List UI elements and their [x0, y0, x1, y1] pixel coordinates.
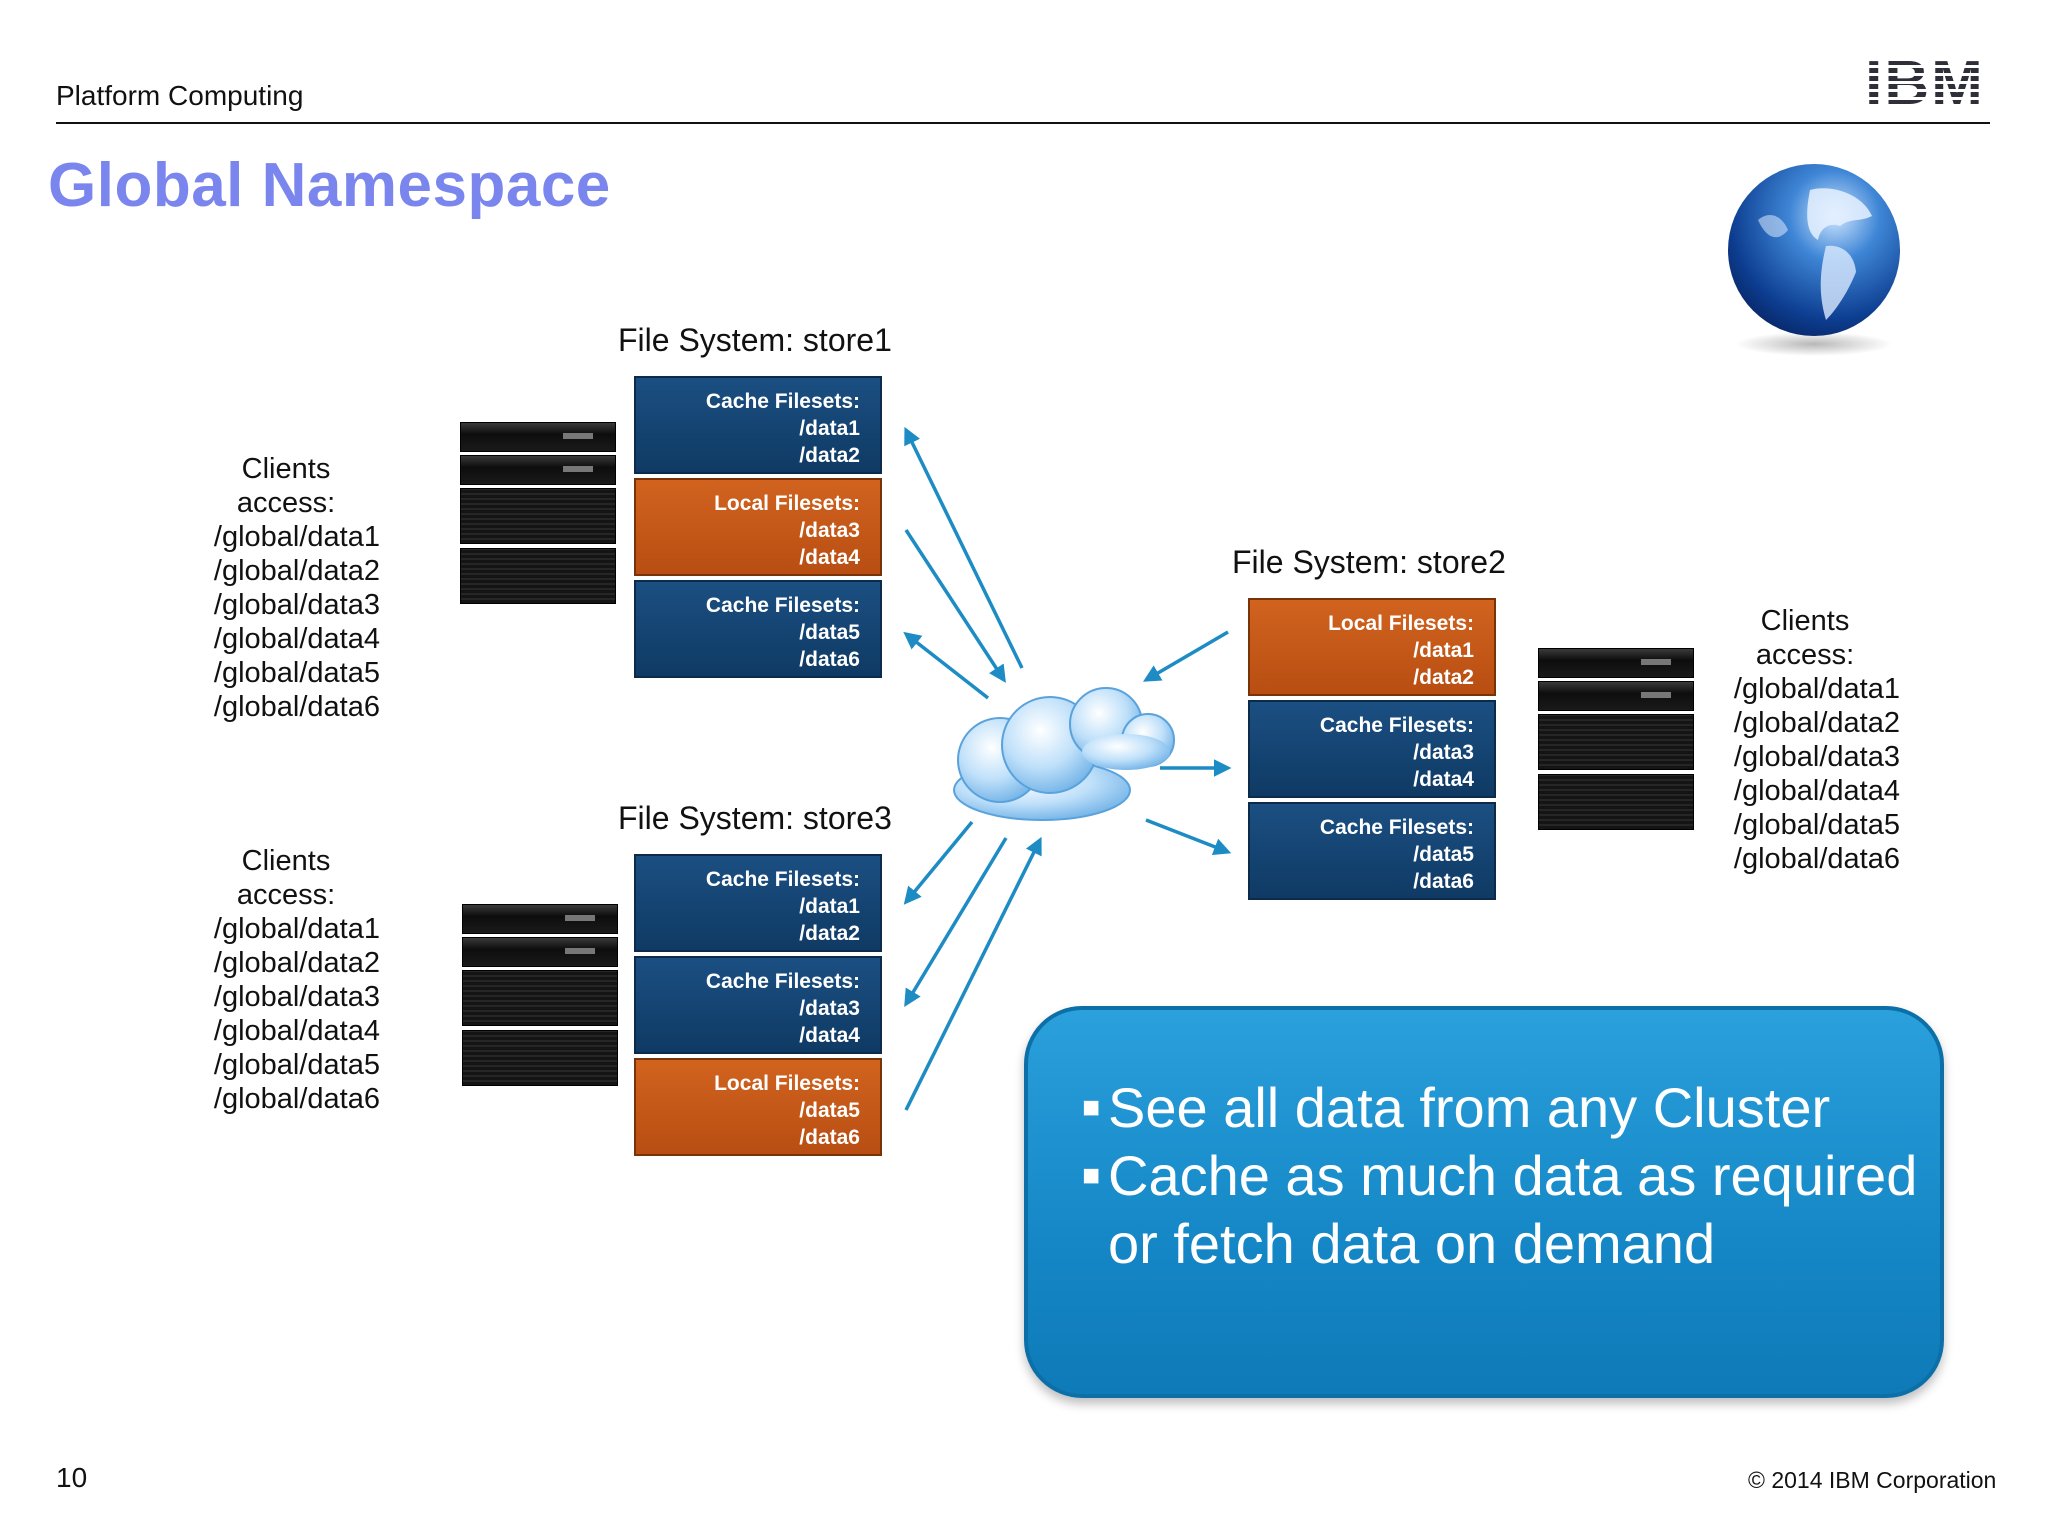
fileset-path: /data3 [799, 997, 860, 1020]
server-rack-icon [462, 904, 618, 1090]
fileset-path: /data5 [799, 621, 860, 644]
fileset-path: /data4 [1413, 768, 1474, 791]
callout-bullet-text: See all data from any Cluster [1108, 1076, 1831, 1139]
svg-text:IBM: IBM [1865, 52, 1985, 108]
client-path: /global/data6 [1733, 843, 1900, 875]
slide-title: Global Namespace [48, 151, 611, 220]
file-system-label-store2: File System: store2 [1232, 544, 1506, 580]
cloud-icon [953, 687, 1175, 821]
fileset-title: Cache Filesets: [1319, 714, 1474, 737]
page-number: 10 [56, 1462, 88, 1493]
fileset-path: /data2 [1413, 666, 1474, 689]
fileset-cache: Cache Filesets: /data5 /data6 [1248, 802, 1496, 900]
client-path: /global/data2 [213, 947, 380, 979]
fileset-path: /data6 [799, 1126, 860, 1149]
fileset-cache: Cache Filesets: /data3 /data4 [1248, 700, 1496, 798]
fileset-title: Cache Filesets: [705, 970, 860, 993]
callout-bullet: ■ Cache as much data as required or fetc… [1082, 1142, 1928, 1278]
client-path: /global/data5 [213, 657, 380, 689]
fileset-cache: Cache Filesets: /data3 /data4 [634, 956, 882, 1054]
fileset-path: /data1 [1413, 639, 1474, 662]
client-path: /global/data3 [213, 589, 380, 621]
fileset-title: Cache Filesets: [1319, 816, 1474, 839]
arrow-cloud-to-store3-top [903, 820, 974, 905]
arrow-store1-mid-to-cloud [904, 529, 1006, 683]
client-path: /global/data1 [213, 521, 380, 553]
file-system-store1: Cache Filesets: /data1 /data2 Local File… [634, 376, 882, 682]
server-rack-icon [460, 422, 616, 608]
ibm-logo-icon: IBM [1865, 52, 1985, 108]
file-system-label-store1: File System: store1 [618, 322, 892, 358]
arrow-cloud-to-store2-bottom [1145, 818, 1232, 856]
fileset-cache: Cache Filesets: /data1 /data2 [634, 376, 882, 474]
file-system-store2: Local Filesets: /data1 /data2 Cache File… [1248, 598, 1496, 904]
file-system-label-store3: File System: store3 [618, 800, 892, 836]
fileset-path: /data3 [1413, 741, 1474, 764]
fileset-path: /data1 [799, 417, 860, 440]
header-divider [56, 122, 1990, 124]
fileset-title: Local Filesets: [714, 1072, 860, 1095]
arrow-cloud-to-store3-mid [904, 837, 1008, 1007]
fileset-local: Local Filesets: /data3 /data4 [634, 478, 882, 576]
fileset-path: /data1 [799, 895, 860, 918]
client-path: /global/data6 [213, 1083, 380, 1115]
header-label: Platform Computing [56, 80, 304, 111]
arrow-store2-to-cloud [1142, 630, 1229, 682]
globe-icon [1728, 164, 1900, 356]
client-path: /global/data5 [1733, 809, 1900, 841]
bullet-marker-icon: ■ [1082, 1159, 1101, 1192]
fileset-path: /data6 [1413, 870, 1474, 893]
fileset-local: Local Filesets: /data1 /data2 [1248, 598, 1496, 696]
clients-access-store1: Clients access: /global/data1 /global/da… [192, 452, 380, 724]
client-path: /global/data1 [1733, 673, 1900, 705]
file-system-store3: Cache Filesets: /data1 /data2 Cache File… [634, 854, 882, 1160]
client-path: /global/data6 [213, 691, 380, 723]
fileset-cache: Cache Filesets: /data1 /data2 [634, 854, 882, 952]
fileset-local: Local Filesets: /data5 /data6 [634, 1058, 882, 1156]
callout-box: ■ See all data from any Cluster ■ Cache … [1024, 1006, 1944, 1398]
client-path: /global/data3 [213, 981, 380, 1013]
fileset-path: /data4 [799, 1024, 860, 1047]
client-path: /global/data1 [213, 913, 380, 945]
fileset-path: /data5 [1413, 843, 1474, 866]
server-rack-icon [1538, 648, 1694, 834]
clients-heading: Clients access: [1755, 605, 1855, 671]
fileset-path: /data6 [799, 648, 860, 671]
fileset-title: Cache Filesets: [705, 868, 860, 891]
arrow-cloud-to-store1-bottom [903, 631, 990, 700]
clients-heading: Clients access: [236, 453, 336, 519]
fileset-path: /data5 [799, 1099, 860, 1122]
client-path: /global/data3 [1733, 741, 1900, 773]
copyright: © 2014 IBM Corporation [1748, 1467, 1997, 1493]
arrow-store3-bottom-to-cloud [904, 836, 1042, 1111]
client-path: /global/data4 [1733, 775, 1900, 807]
callout-bullet: ■ See all data from any Cluster [1082, 1074, 1928, 1142]
clients-heading: Clients access: [236, 845, 336, 911]
fileset-path: /data3 [799, 519, 860, 542]
client-path: /global/data5 [213, 1049, 380, 1081]
fileset-title: Cache Filesets: [705, 390, 860, 413]
fileset-path: /data2 [799, 444, 860, 467]
bullet-marker-icon: ■ [1082, 1091, 1101, 1124]
client-path: /global/data2 [1733, 707, 1900, 739]
arrow-cloud-to-store1-top [904, 426, 1024, 669]
fileset-title: Cache Filesets: [705, 594, 860, 617]
clients-access-store3: Clients access: /global/data1 /global/da… [192, 844, 380, 1116]
client-path: /global/data4 [213, 623, 380, 655]
fileset-title: Local Filesets: [1328, 612, 1474, 635]
callout-bullet-text: Cache as much data as required or fetch … [1108, 1144, 1918, 1275]
client-path: /global/data2 [213, 555, 380, 587]
fileset-path: /data4 [799, 546, 860, 569]
client-path: /global/data4 [213, 1015, 380, 1047]
fileset-path: /data2 [799, 922, 860, 945]
clients-access-store2: Clients access: /global/data1 /global/da… [1710, 604, 1900, 876]
fileset-cache: Cache Filesets: /data5 /data6 [634, 580, 882, 678]
fileset-title: Local Filesets: [714, 492, 860, 515]
